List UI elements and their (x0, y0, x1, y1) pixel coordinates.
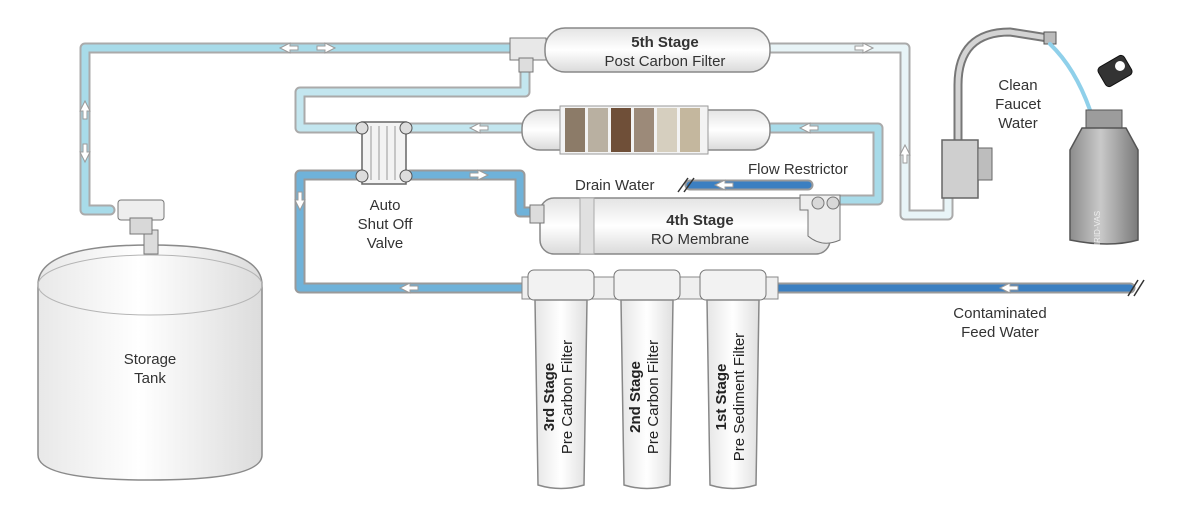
stage5-post-carbon-filter (509, 27, 771, 73)
flow-restrictor-label: Flow Restrictor (748, 161, 849, 178)
stage1-name: Pre Sediment Filter (731, 332, 748, 462)
stage1-housing (699, 269, 767, 490)
stage2-housing (613, 269, 681, 490)
drain-water-label: Drain Water (575, 177, 655, 194)
flow-arrows (79, 42, 1019, 294)
inline-media-filter (521, 105, 771, 155)
stage5-label: 5th Stage Post Carbon Filter (580, 33, 750, 71)
auto-shut-off-valve (355, 121, 413, 185)
water-stream (1048, 42, 1092, 112)
storage-tank (37, 199, 263, 481)
stage4-ro-membrane (529, 194, 841, 255)
valve-label: Auto Shut Off Valve (357, 197, 413, 252)
stage4-title: 4th Stage (666, 212, 734, 229)
stage1-label: 1st Stage Pre Sediment Filter (713, 327, 753, 467)
pipe-valve-to-post-carbon (294, 59, 531, 134)
water-bottle (1069, 54, 1139, 245)
stage4-label: 4th Stage RO Membrane (620, 211, 780, 249)
stage3-name: Pre Carbon Filter (559, 339, 576, 455)
stage3-housing (527, 269, 595, 490)
stage2-label: 2nd Stage Pre Carbon Filter (627, 327, 667, 467)
tank-label: Storage Tank (123, 351, 177, 387)
stage1-title: 1st Stage (713, 363, 730, 431)
pipe-break-marks (677, 177, 1145, 297)
faucet (941, 27, 1092, 199)
faucet-label: Clean Faucet Water (995, 77, 1041, 132)
stage5-name: Post Carbon Filter (604, 53, 726, 70)
stage5-title: 5th Stage (631, 34, 699, 51)
stage4-name: RO Membrane (650, 231, 750, 248)
stage2-name: Pre Carbon Filter (645, 339, 662, 455)
bottle-brand-label: IRID-VAS (1093, 210, 1102, 246)
stage3-title: 3rd Stage (541, 362, 558, 432)
stage2-title: 2nd Stage (627, 361, 644, 433)
feed-water-label: Contaminated Feed Water (953, 305, 1047, 341)
stage3-label: 3rd Stage Pre Carbon Filter (541, 327, 581, 467)
